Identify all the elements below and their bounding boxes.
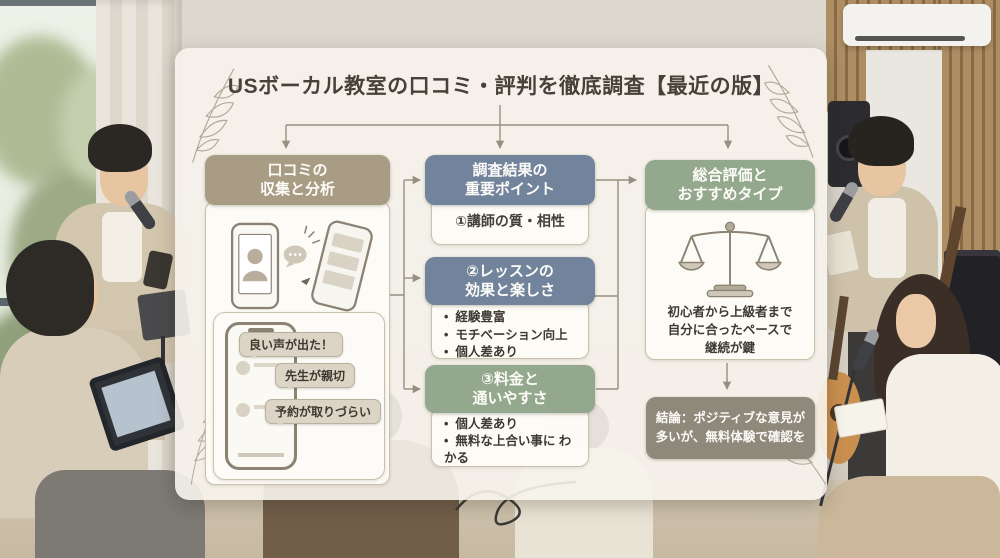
point3-box: 個人差あり 無料な上合い事に わかる <box>431 407 589 467</box>
key-points-header: 調査結果の 重要ポイント <box>425 155 595 205</box>
review-bubble: 良い声が出た！ <box>239 332 344 359</box>
review-bubble: 先生が親切 <box>275 363 356 390</box>
evaluation-header: 総合評価と おすすめタイプ <box>645 160 815 210</box>
point2-header: ②レッスンの 効果と楽しさ <box>425 257 595 305</box>
point1-box: ①講師の質・相性 <box>431 197 589 245</box>
woman-face <box>896 294 936 348</box>
phone-notch <box>248 328 274 333</box>
point2-item: 経験豊富 <box>444 309 580 327</box>
point3-item: 無料な上合い事に わかる <box>444 433 580 467</box>
singer-right-shirt <box>868 198 906 278</box>
leaf-decoration-top-right <box>763 64 814 158</box>
balance-scale-icon <box>678 221 782 298</box>
review-bubble: 予約が取りづらい <box>265 399 382 426</box>
evaluation-body: 初心者から上級者まで 自分に合ったペースで 継続が鍵 <box>645 204 815 360</box>
leaf-decoration-top-left <box>192 68 240 163</box>
woman-blouse <box>886 354 1000 500</box>
point2-item: モチベーション向上 <box>444 327 580 345</box>
singer-left-hair <box>88 124 152 172</box>
feed-line <box>254 363 288 367</box>
infographic-panel: USボーカル教室の口コミ・評判を徹底調査【最近の版】 <box>175 48 827 500</box>
collection-header: 口コミの 収集と分析 <box>205 155 390 205</box>
point3-item: 個人差あり <box>444 416 580 433</box>
smartphones-chat-icon <box>230 220 373 312</box>
point2-box: 経験豊富 モチベーション向上 個人差あり <box>431 299 589 359</box>
singer-left-shirt <box>102 212 142 282</box>
point2-item: 個人差あり <box>444 344 580 362</box>
woman-pants <box>818 476 1000 558</box>
conclusion-box: 結論：ポジティブな意見が 多いが、無料体験で確認を <box>646 397 815 459</box>
air-conditioner <box>843 4 991 46</box>
phone-navbar <box>238 453 284 457</box>
ac-vent <box>855 36 965 41</box>
seated-man-hair <box>6 240 94 336</box>
point3-header: ③料金と 通いやすさ <box>425 365 595 413</box>
singer-right-hair <box>848 116 914 166</box>
evaluation-summary: 初心者から上級者まで 自分に合ったペースで 継続が鍵 <box>667 305 793 356</box>
feed-avatar <box>236 403 250 417</box>
page-title: USボーカル教室の口コミ・評判を徹底調査【最近の版】 <box>227 75 775 98</box>
feed-avatar <box>236 361 250 375</box>
